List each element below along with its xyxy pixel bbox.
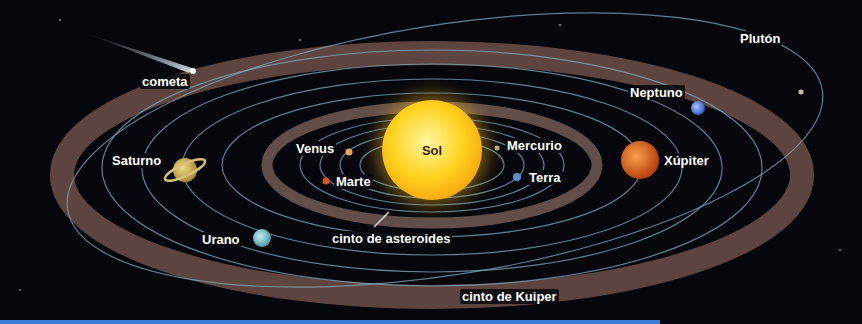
body-label: Mercurio [505,138,564,153]
body-label: Marte [334,174,373,189]
body-label: Neptuno [628,85,685,100]
jupiter [621,141,659,179]
orbit [102,50,762,286]
venus [346,149,353,156]
pluto-orbit [48,0,842,324]
body-label: cometa [140,74,190,89]
star [299,39,300,40]
star [839,249,840,250]
uranus [253,229,271,247]
body-label: Plutón [738,31,782,46]
orbits [48,0,842,324]
body-label: cinto de Kuiper [460,289,559,304]
body-label: cinto de asteroides [330,231,452,246]
sun-circle: Sol [382,100,482,200]
body-label: Saturno [110,153,163,168]
mercury [495,146,500,151]
comet-tail [85,33,192,73]
star [559,24,561,26]
orbit [182,79,682,255]
body-label: Terra [527,170,563,185]
pluto [799,90,804,95]
saturn-rings [163,155,208,184]
body-label: Xúpiter [662,153,711,168]
orbit [222,93,642,237]
neptune [691,101,705,115]
earth [513,173,521,181]
star [59,19,61,21]
kuiper-belt [62,53,802,297]
bottom-bar [0,320,660,324]
star [19,289,20,290]
mars [323,178,330,185]
body-label: Venus [294,141,336,156]
orbit [142,64,722,272]
sun-label: Sol [422,143,442,158]
saturn [163,155,208,184]
body-label: Urano [200,232,242,247]
leader-line [374,212,389,227]
comet [190,68,196,74]
